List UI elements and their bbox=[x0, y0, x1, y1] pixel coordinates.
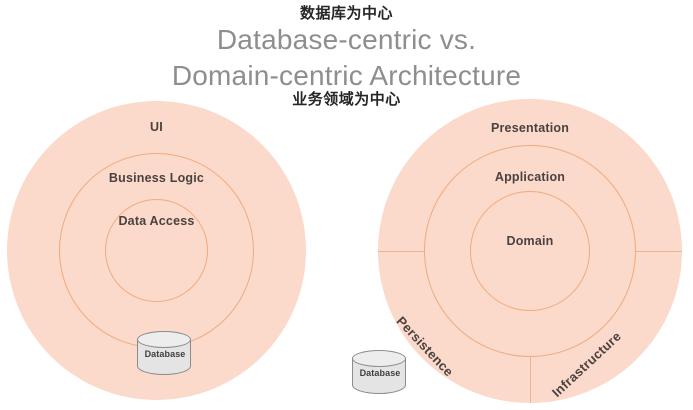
cylinder-top-ellipse bbox=[352, 350, 406, 367]
layer-ring-domain bbox=[470, 191, 590, 311]
layer-label-presentation: Presentation bbox=[490, 121, 570, 135]
domain-centric-diagram: Presentation Application Domain Persiste… bbox=[378, 99, 682, 403]
external-database-cylinder-icon: Database bbox=[352, 350, 408, 402]
chinese-subtitle-top: 数据库为中心 bbox=[299, 5, 393, 22]
database-label: Database bbox=[144, 349, 186, 359]
page-title: Database-centric vs. Domain-centric Arch… bbox=[0, 22, 693, 94]
database-centric-diagram: UI Business Logic Data Access Database bbox=[7, 101, 306, 400]
page-title-line-2: Domain-centric Architecture bbox=[171, 59, 522, 91]
database-label: Database bbox=[359, 368, 401, 378]
layer-label-business-logic: Business Logic bbox=[108, 171, 205, 185]
layer-label-domain: Domain bbox=[506, 234, 554, 248]
layer-label-application: Application bbox=[494, 170, 566, 184]
layer-ring-application bbox=[424, 145, 636, 357]
sector-divider-bottom bbox=[530, 357, 531, 403]
sector-divider-left bbox=[378, 251, 424, 252]
layer-label-ui: UI bbox=[150, 120, 163, 134]
sector-divider-right bbox=[636, 251, 682, 252]
cylinder-top-ellipse bbox=[137, 331, 191, 348]
database-cylinder-icon: Database bbox=[137, 331, 193, 383]
layer-ring-data-access bbox=[105, 199, 208, 302]
layer-label-data-access: Data Access bbox=[118, 214, 195, 228]
page-title-line-1: Database-centric vs. bbox=[216, 24, 477, 55]
